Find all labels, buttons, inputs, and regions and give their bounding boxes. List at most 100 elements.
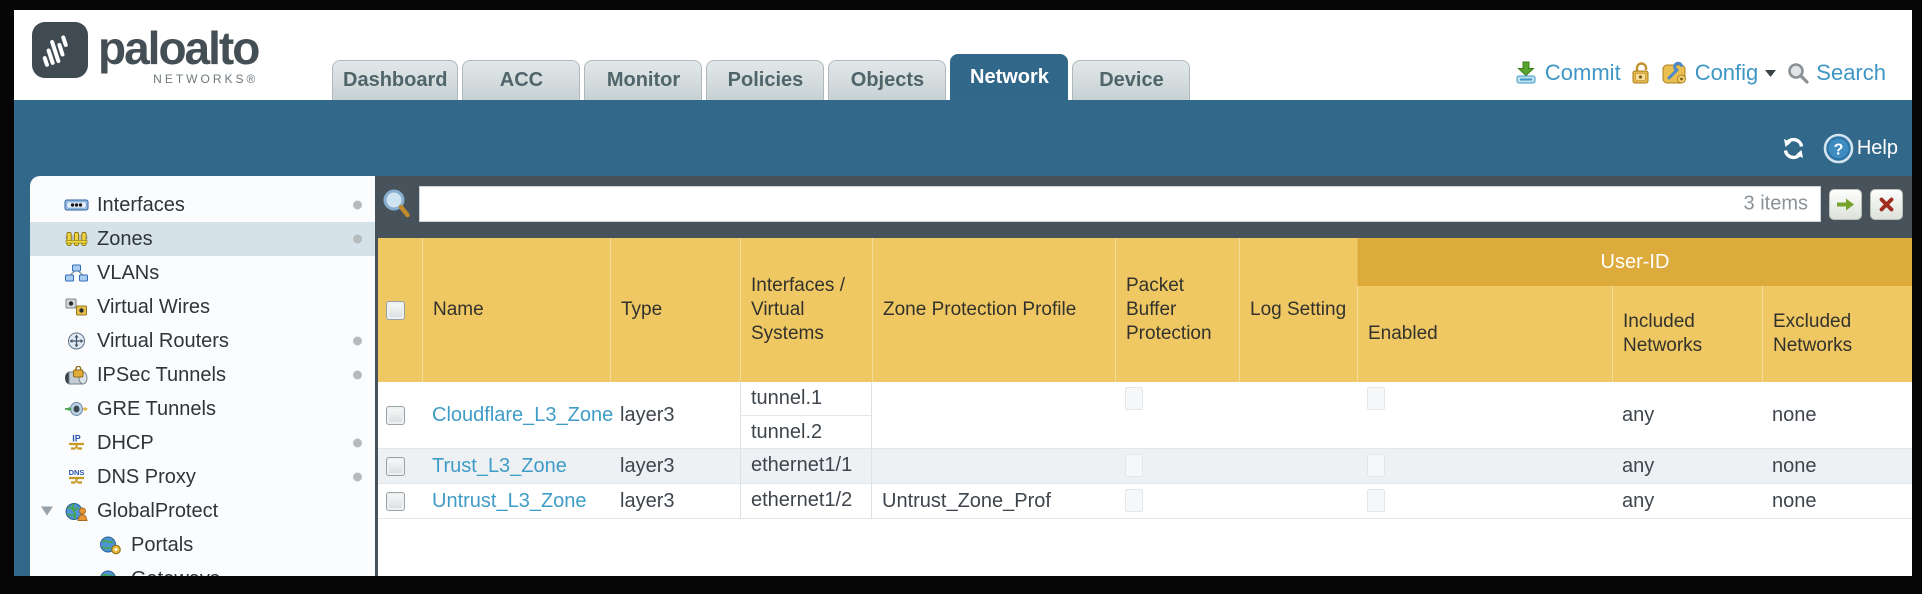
zone-name-link[interactable]: Trust_L3_Zone [432,454,567,477]
sidebar-item[interactable]: Virtual Wires [30,290,375,324]
paloalto-logo-icon [32,22,88,78]
sidebar-item[interactable]: IP DHCP [30,426,375,460]
zone-type-cell: layer3 [620,454,675,477]
sidebar-item-label: DHCP [97,431,154,454]
filter-input[interactable] [420,187,1820,221]
sidebar-item-label: GlobalProtect [97,499,219,522]
sidebar-item[interactable]: Portals [30,528,375,562]
help-icon: ? [1823,133,1854,164]
column-header-packet-buffer[interactable]: Packet Buffer Protection [1115,238,1239,382]
nav-tab[interactable]: Device [1072,60,1191,100]
gre-tunnels-icon [64,400,89,419]
search-icon [1788,63,1809,84]
column-header-log-setting[interactable]: Log Setting [1239,238,1357,382]
sidebar-item[interactable]: Virtual Routers [30,324,375,358]
sidebar-item[interactable]: GlobalProtect [30,494,375,528]
help-button[interactable]: ? Help [1823,133,1898,164]
header-actions: Commit Config Search [1513,60,1886,86]
interface-value: tunnel.2 [741,415,871,448]
included-networks-cell: any [1622,489,1655,512]
brand-subtitle: NETWORKS® [153,72,259,86]
zone-table-row: Trust_L3_Zone layer3 ethernet1/1 any [378,449,1912,484]
filter-search-icon [383,189,410,218]
zone-name-link[interactable]: Untrust_L3_Zone [432,489,587,512]
column-header-included-networks[interactable]: Included Networks [1612,286,1762,382]
sidebar-item[interactable]: DNS DNS Proxy [30,460,375,494]
sidebar-item-label: Portals [131,533,194,556]
brand-name: paloalto [98,22,260,74]
nav-tab[interactable]: Network [950,54,1069,100]
sidebar-item[interactable]: GRE Tunnels [30,392,375,426]
sidebar-item-label: Virtual Wires [97,295,210,318]
sidebar-item[interactable]: Interfaces [30,188,375,222]
sidebar-item-label: Interfaces [97,193,185,216]
green-arrow-icon [1837,198,1854,210]
svg-text:DNS: DNS [69,468,85,477]
row-checkbox[interactable] [386,491,405,511]
paloalto-logo: paloalto NETWORKS® [32,22,260,86]
teal-banner: ? Help [14,100,1912,176]
sidebar-item[interactable]: IPSec Tunnels [30,358,375,392]
dns-proxy-icon: DNS [64,468,89,487]
user-id-enabled-checkbox[interactable] [1367,454,1385,477]
packet-buffer-protection-checkbox[interactable] [1125,454,1143,477]
nav-tab-label: Objects [850,69,925,91]
config-menu-button[interactable]: Config [1661,60,1778,86]
nav-tab[interactable]: ACC [462,60,581,100]
ipsec-tunnels-icon [64,365,89,385]
row-checkbox[interactable] [386,405,405,425]
nav-tab-label: Monitor [606,69,681,91]
nav-tab[interactable]: Policies [706,60,825,100]
global-search-button[interactable]: Search [1786,60,1886,86]
sidebar-item[interactable]: Gateways [30,562,375,576]
expand-caret-icon[interactable] [40,500,54,523]
user-id-enabled-checkbox[interactable] [1367,387,1385,410]
sidebar-item-label: VLANs [97,261,160,284]
select-all-checkbox[interactable] [386,300,405,320]
virtual-routers-icon [64,332,89,351]
commit-icon [1516,61,1536,84]
zone-name-link[interactable]: Cloudflare_L3_Zone [432,403,614,426]
user-id-enabled-checkbox[interactable] [1367,489,1385,512]
nav-tab[interactable]: Dashboard [332,60,459,100]
column-header-name[interactable]: Name [422,238,610,382]
row-checkbox[interactable] [386,456,405,476]
column-header-type[interactable]: Type [610,238,740,382]
interfaces-icon [64,196,89,215]
sidebar-item-label: IPSec Tunnels [97,363,226,386]
item-count: 3 items [1743,192,1808,215]
zone-protection-profile-cell [872,382,1115,448]
column-header-excluded-networks[interactable]: Excluded Networks [1762,286,1912,382]
sidebar-item-label: Virtual Routers [97,329,229,352]
sidebar-item-label: GRE Tunnels [97,397,216,420]
lock-icon[interactable] [1630,60,1652,86]
refresh-icon[interactable] [1780,136,1807,161]
nav-tab[interactable]: Monitor [584,60,703,100]
column-header-zone-protection[interactable]: Zone Protection Profile [872,238,1115,382]
zone-protection-profile-cell [872,449,1115,483]
clear-filter-button[interactable] [1870,188,1903,220]
nav-tab-label: Network [970,66,1049,88]
sidebar-item[interactable]: Zones [30,222,375,256]
nav-tab-label: Policies [727,69,804,91]
sidebar-item[interactable]: VLANs [30,256,375,290]
commit-button[interactable]: Commit [1513,60,1621,86]
interface-value: ethernet1/1 [751,454,853,476]
zone-type-cell: layer3 [620,489,675,512]
config-icon [1662,61,1686,84]
apply-filter-button[interactable] [1829,188,1862,220]
column-header-enabled[interactable]: Enabled [1357,286,1612,382]
column-header-interfaces[interactable]: Interfaces / Virtual Systems [740,238,872,382]
vlans-icon [64,264,89,283]
packet-buffer-protection-checkbox[interactable] [1125,387,1143,410]
sidebar-item-label: Zones [97,227,153,250]
nav-tab[interactable]: Objects [828,60,947,100]
packet-buffer-protection-checkbox[interactable] [1125,489,1143,512]
sidebar-item-label: Gateways [131,568,220,577]
column-group-user-id: User-ID [1357,238,1912,286]
gateways-icon [98,570,123,576]
interface-value: ethernet1/2 [751,489,853,511]
